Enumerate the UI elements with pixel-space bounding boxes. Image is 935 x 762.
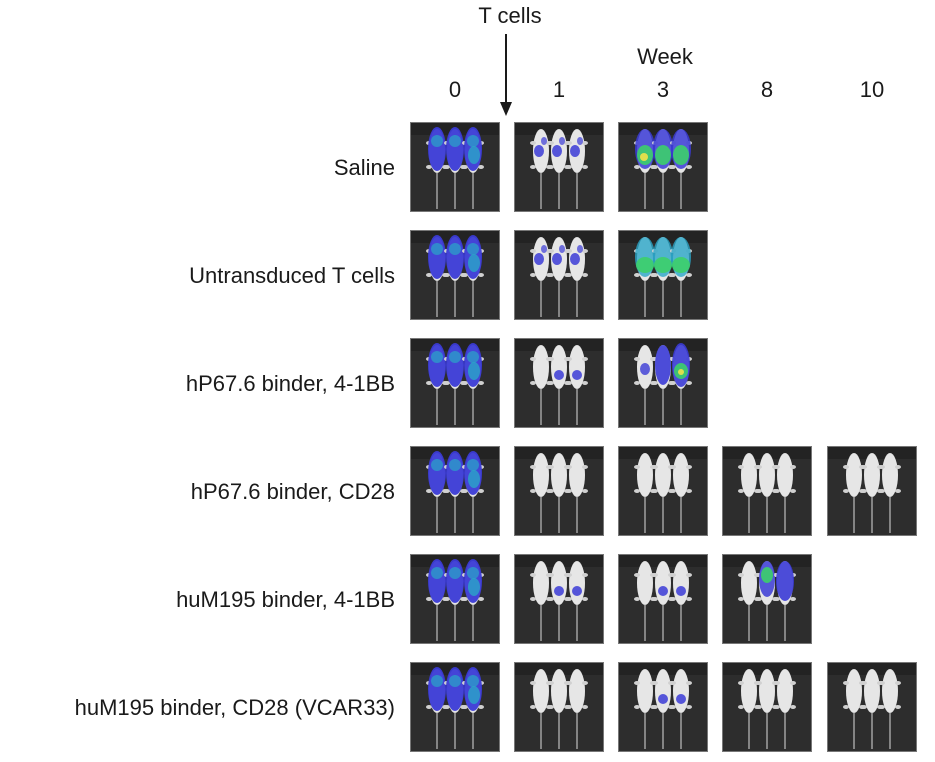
mouse-icon [530,129,552,209]
bioluminescence-panel [410,122,500,212]
week-label-0: 0 [448,77,462,102]
mouse-icon [462,559,484,641]
injection-arrow-icon [500,34,512,116]
bioluminescence-panel [618,122,708,212]
mouse-icon [738,561,760,641]
mouse-icon [462,127,484,209]
bioluminescence-panel [514,122,604,212]
bioluminescence-panel [618,446,708,536]
mouse-icon [566,453,588,533]
mouse-icon [634,237,656,317]
mouse-icon [670,343,692,425]
mouse-icon [462,343,484,425]
mouse-icon [566,129,588,209]
bioluminescence-panel [618,338,708,428]
mouse-icon [670,129,692,209]
bioluminescence-panel [618,554,708,644]
mouse-icon [462,235,484,317]
mouse-icon [879,453,901,533]
mouse-icon [444,235,466,317]
mouse-icon [566,345,588,425]
mouse-icon [756,561,778,641]
bioluminescence-panel [410,554,500,644]
bioluminescence-panel [410,662,500,752]
mouse-icon [670,669,692,749]
bioluminescence-panel [827,446,917,536]
row-label: Untransduced T cells [189,263,395,288]
mouse-icon [634,129,656,209]
week-title: Week [637,44,693,69]
row-label: hP67.6 binder, 4-1BB [185,371,395,396]
mouse-icon [652,669,674,749]
bioluminescence-panel [722,554,812,644]
mouse-icon [426,451,448,533]
bioluminescence-panel [514,446,604,536]
week-label-10: 10 [859,77,885,102]
mouse-icon [652,345,674,425]
bioluminescence-panel [827,662,917,752]
mouse-icon [426,343,448,425]
mouse-icon [566,237,588,317]
bioluminescence-panel [618,662,708,752]
mouse-icon [670,237,692,317]
bioluminescence-panel [410,338,500,428]
mouse-icon [548,237,570,317]
mouse-icon [444,127,466,209]
row-label: Saline [333,155,395,180]
mouse-icon [444,451,466,533]
bioluminescence-panel [722,446,812,536]
row-label: huM195 binder, CD28 (VCAR33) [74,695,395,720]
injection-label: T cells [478,3,542,28]
bioluminescence-panel [410,230,500,320]
mouse-icon [670,453,692,533]
bioluminescence-panel [514,230,604,320]
week-label-3: 3 [656,77,670,102]
row-label: huM195 binder, 4-1BB [176,587,395,612]
bioluminescence-panel [618,230,708,320]
mouse-icon [444,559,466,641]
bioluminescence-panel [410,446,500,536]
mouse-icon [566,561,588,641]
mouse-icon [670,561,692,641]
mouse-icon [652,561,674,641]
mouse-icon [774,669,796,749]
week-label-1: 1 [552,77,566,102]
mouse-icon [426,667,448,749]
mouse-icon [879,669,901,749]
mouse-icon [774,561,796,641]
mouse-icon [462,667,484,749]
bioluminescence-panel [722,662,812,752]
mouse-icon [426,127,448,209]
row-label: hP67.6 binder, CD28 [190,479,395,504]
mouse-icon [774,453,796,533]
bioluminescence-panel [514,338,604,428]
mouse-icon [652,237,674,317]
mouse-icon [548,129,570,209]
mouse-icon [566,669,588,749]
week-label-8: 8 [760,77,774,102]
bioluminescence-panel [514,662,604,752]
mouse-icon [462,451,484,533]
bioluminescence-panel [514,554,604,644]
